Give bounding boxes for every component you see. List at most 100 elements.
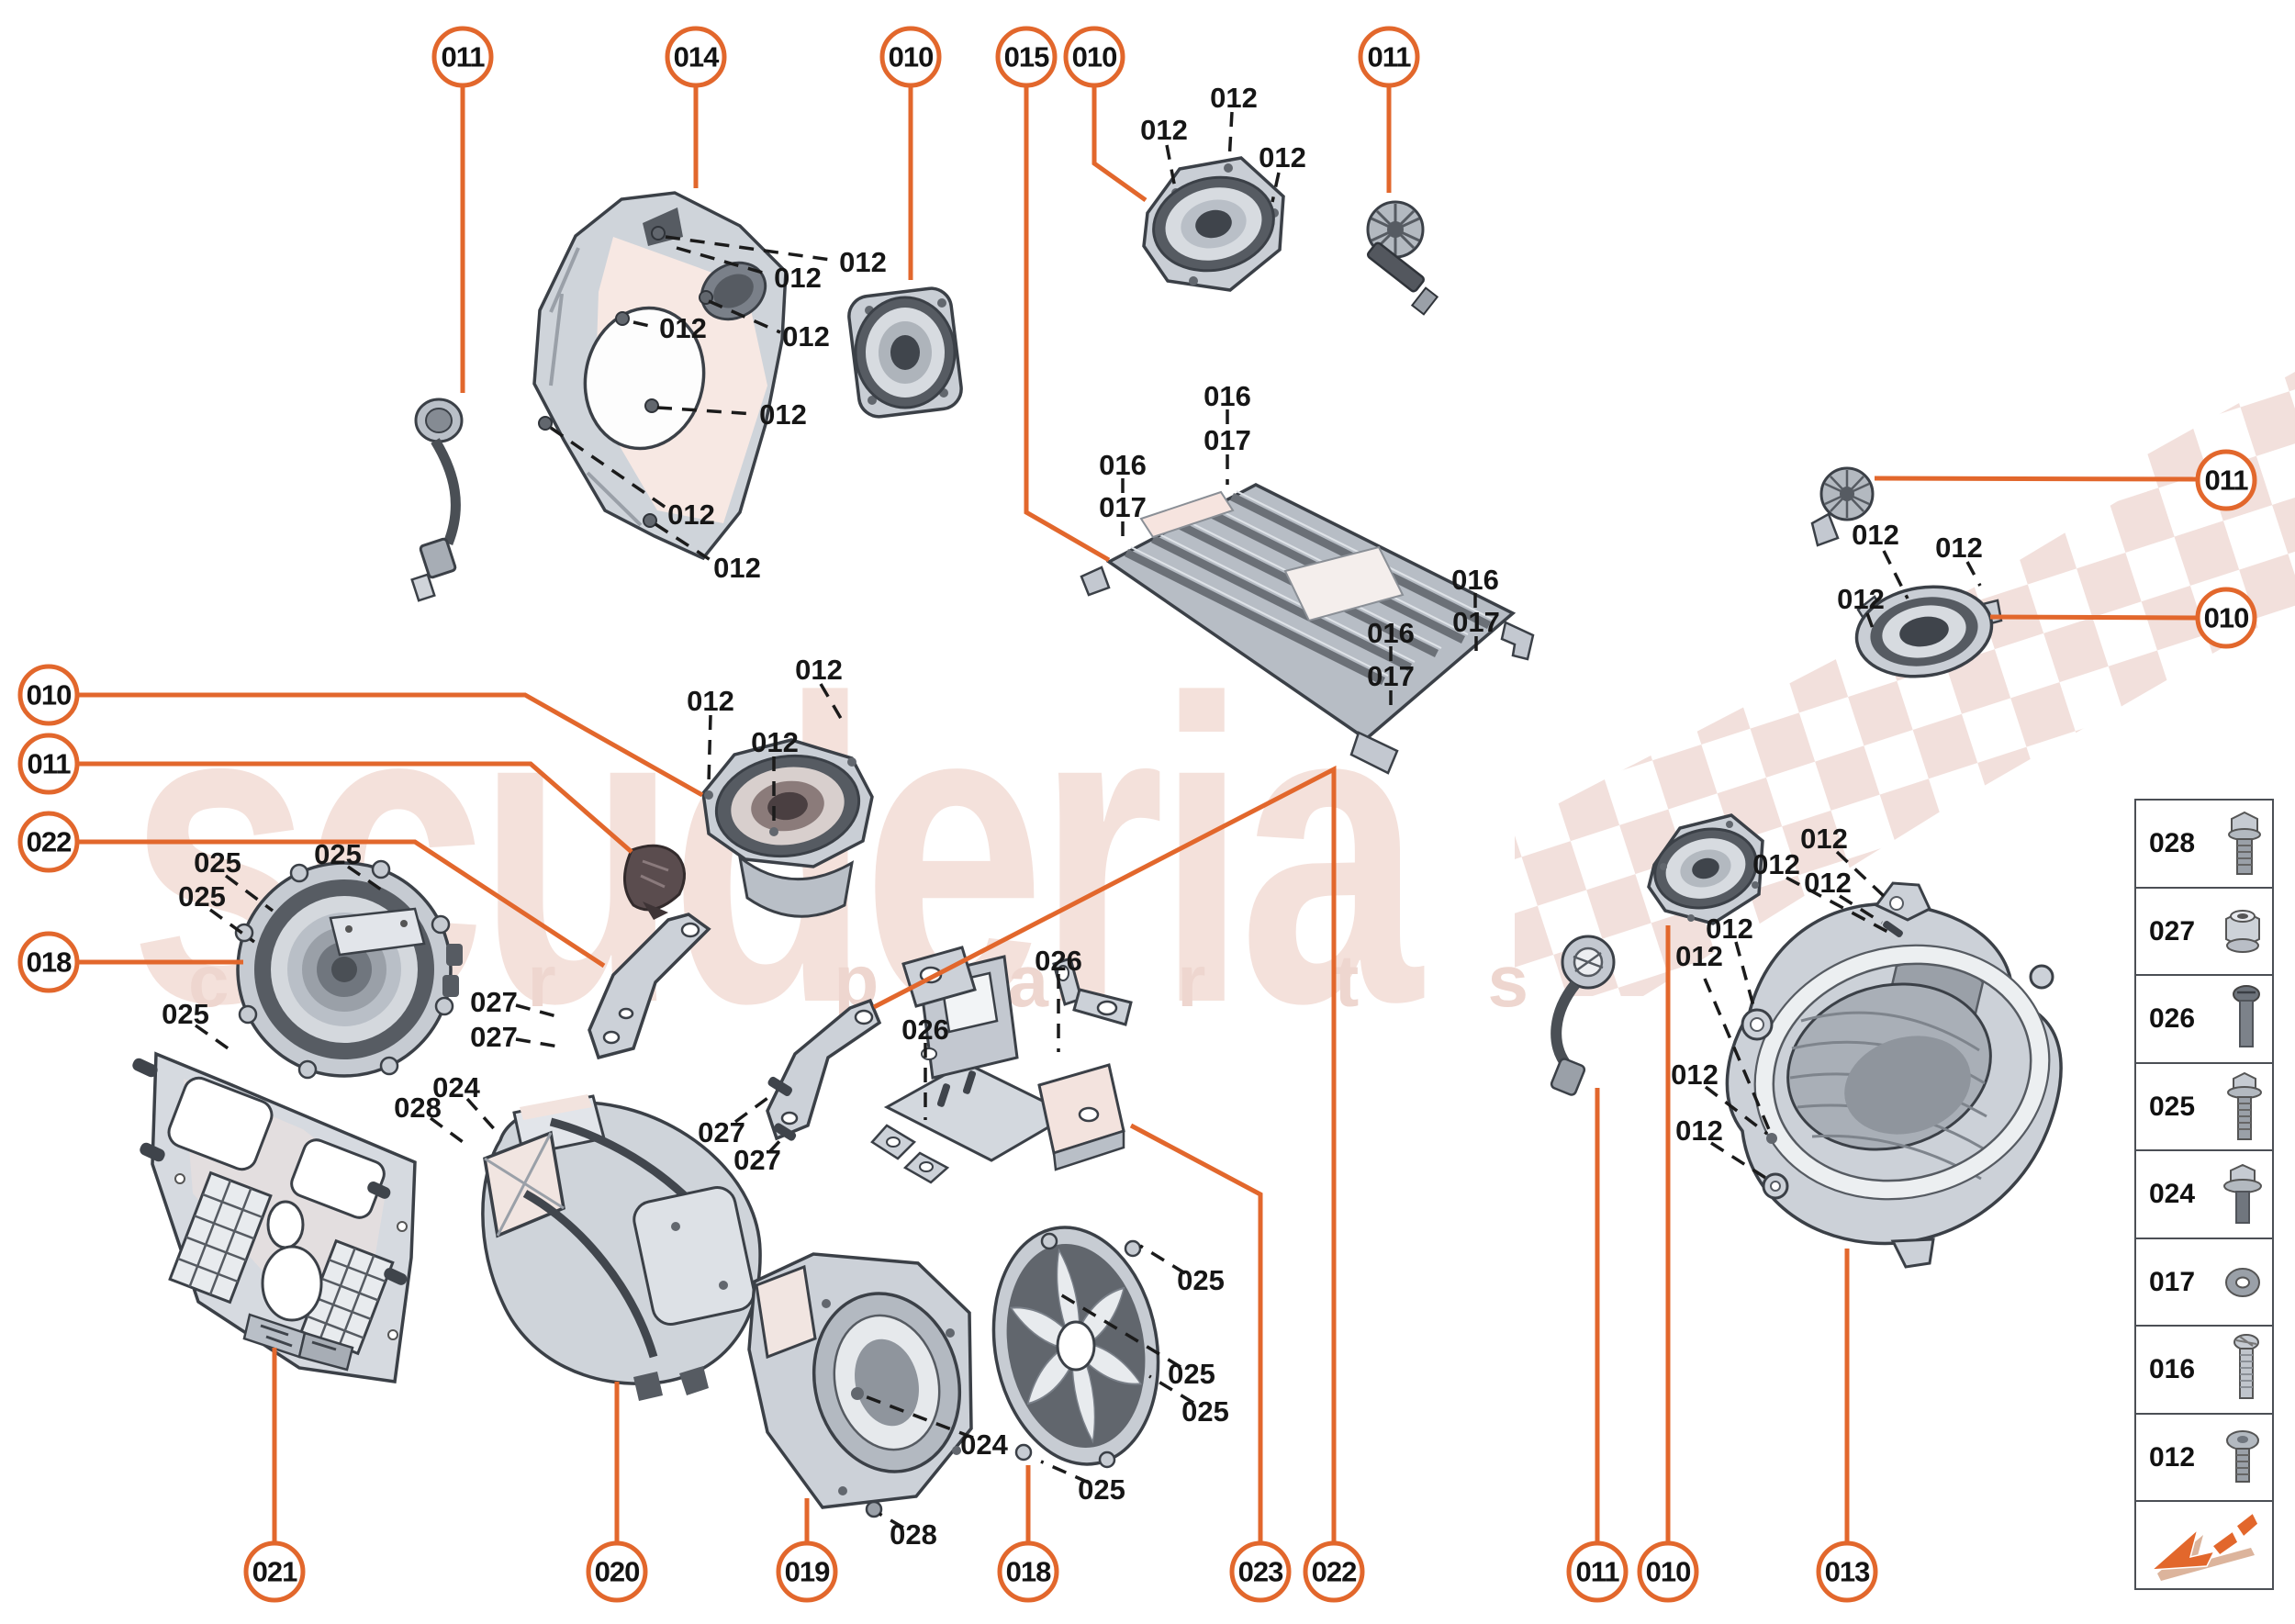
part-mounting-bracket-x [870, 946, 1133, 1184]
part-label: 012 [1259, 141, 1306, 174]
callout-top-010[interactable]: 010 [879, 26, 942, 88]
legend-code: 026 [2149, 1003, 2196, 1034]
part-label: 025 [314, 838, 362, 870]
callout-bottom-011[interactable]: 011 [1566, 1540, 1629, 1603]
part-label: 028 [394, 1092, 442, 1124]
part-label: 027 [470, 986, 518, 1018]
legend-row-026[interactable]: 026 [2134, 974, 2274, 1064]
legend-code: 012 [2149, 1441, 2196, 1473]
part-door-speaker-bracket [532, 191, 788, 561]
callout-bottom-020[interactable]: 020 [586, 1540, 648, 1603]
part-label: 012 [782, 320, 830, 353]
part-woofer-rear-door [1647, 813, 1764, 925]
callout-left-022[interactable]: 022 [17, 811, 80, 873]
legend-code: 016 [2149, 1354, 2196, 1384]
part-label: 012 [1852, 519, 1899, 551]
scuderia-arrow-logo [2146, 1506, 2262, 1585]
callout-top-015[interactable]: 015 [995, 26, 1058, 88]
part-label: 027 [733, 1144, 781, 1176]
part-label: 027 [470, 1021, 518, 1053]
part-label: 012 [1837, 583, 1885, 615]
part-microphone-cable [410, 398, 464, 602]
callout-bottom-013[interactable]: 013 [1816, 1540, 1878, 1603]
legend-row-028[interactable]: 028 [2134, 799, 2274, 889]
legend-row-012[interactable]: 012 [2134, 1412, 2274, 1503]
part-label: 016 [1367, 617, 1415, 649]
part-label: 012 [1752, 848, 1800, 880]
part-coaxial-speaker-roof [1142, 156, 1285, 292]
legend-row-025[interactable]: 025 [2134, 1061, 2274, 1152]
part-midrange-speaker-centre [701, 738, 874, 918]
legend-code: 025 [2149, 1091, 2196, 1122]
legend-row-024[interactable]: 024 [2134, 1149, 2274, 1239]
part-label: 012 [795, 654, 843, 686]
part-label: 012 [659, 312, 707, 344]
part-label: 025 [1168, 1358, 1215, 1390]
part-woofer-right [1854, 585, 2003, 678]
part-tweeter-bracket-left [588, 913, 711, 1060]
callout-right-010[interactable]: 010 [2195, 587, 2257, 649]
callout-leader-lines [79, 87, 2197, 1546]
part-label: 028 [890, 1518, 937, 1551]
part-subwoofer-box [481, 1094, 762, 1401]
part-label: 012 [774, 262, 822, 294]
part-label: 012 [1804, 867, 1852, 899]
callout-top-011[interactable]: 011 [431, 26, 494, 88]
part-woofer-left [234, 859, 463, 1080]
part-label: 012 [1140, 114, 1188, 146]
callout-right-011[interactable]: 011 [2195, 449, 2257, 511]
part-label: 025 [1078, 1473, 1125, 1506]
part-subwoofer-grille [991, 1226, 1160, 1469]
callout-top-011b[interactable]: 011 [1358, 26, 1420, 88]
part-label: 016 [1203, 380, 1251, 412]
legend-row-016[interactable]: 016 [2134, 1325, 2274, 1415]
part-tweeter-right [1810, 466, 1875, 547]
part-label: 025 [178, 880, 226, 913]
legend-row-027[interactable]: 027 [2134, 886, 2274, 977]
legend-code: 024 [2149, 1179, 2196, 1209]
fastener-legend-table: 028 027 026 [2134, 799, 2274, 1590]
part-label: 012 [667, 498, 715, 531]
part-label: 012 [687, 685, 734, 717]
legend-code: 017 [2149, 1266, 2196, 1297]
part-midrange-speaker-front [847, 286, 963, 419]
part-speaker-enclosure [1725, 881, 2063, 1269]
legend-row-017[interactable]: 017 [2134, 1237, 2274, 1327]
short-flange-bolt-icon [2221, 1161, 2265, 1227]
callout-left-018[interactable]: 018 [17, 931, 80, 993]
part-label: 026 [901, 1014, 949, 1046]
part-label: 012 [839, 246, 887, 278]
part-label: 017 [1367, 660, 1415, 692]
callout-bottom-010[interactable]: 010 [1637, 1540, 1699, 1603]
part-label: 012 [1800, 823, 1848, 855]
part-label: 012 [1210, 82, 1258, 114]
callout-left-010[interactable]: 010 [17, 664, 80, 726]
part-label: 012 [1671, 1058, 1718, 1091]
callout-left-011[interactable]: 011 [17, 733, 80, 795]
part-door-tweeter [622, 844, 686, 920]
part-label: 024 [432, 1071, 480, 1103]
part-label: 012 [759, 398, 807, 431]
part-label: 012 [751, 726, 799, 758]
callout-top-014[interactable]: 014 [665, 26, 727, 88]
part-label: 012 [1706, 913, 1753, 945]
part-label: 017 [1099, 491, 1147, 523]
part-label: 024 [960, 1428, 1008, 1461]
part-wiring-harness [1550, 935, 1616, 1096]
callout-top-010b[interactable]: 010 [1063, 26, 1125, 88]
round-head-screw-icon [2221, 1428, 2265, 1487]
flange-bolt-icon [2224, 809, 2265, 879]
callout-bottom-018[interactable]: 018 [997, 1540, 1059, 1603]
part-mounting-panel [132, 1051, 417, 1383]
part-label: 025 [1177, 1264, 1225, 1296]
washer-icon [2221, 1260, 2265, 1305]
callout-bottom-022[interactable]: 022 [1303, 1540, 1365, 1603]
part-amplifier [1080, 483, 1535, 775]
part-label: 012 [1935, 532, 1983, 564]
part-label: 025 [1181, 1395, 1229, 1428]
callout-bottom-023[interactable]: 023 [1229, 1540, 1292, 1603]
callout-bottom-019[interactable]: 019 [776, 1540, 838, 1603]
legend-code: 027 [2149, 915, 2196, 946]
callout-bottom-021[interactable]: 021 [243, 1540, 306, 1603]
